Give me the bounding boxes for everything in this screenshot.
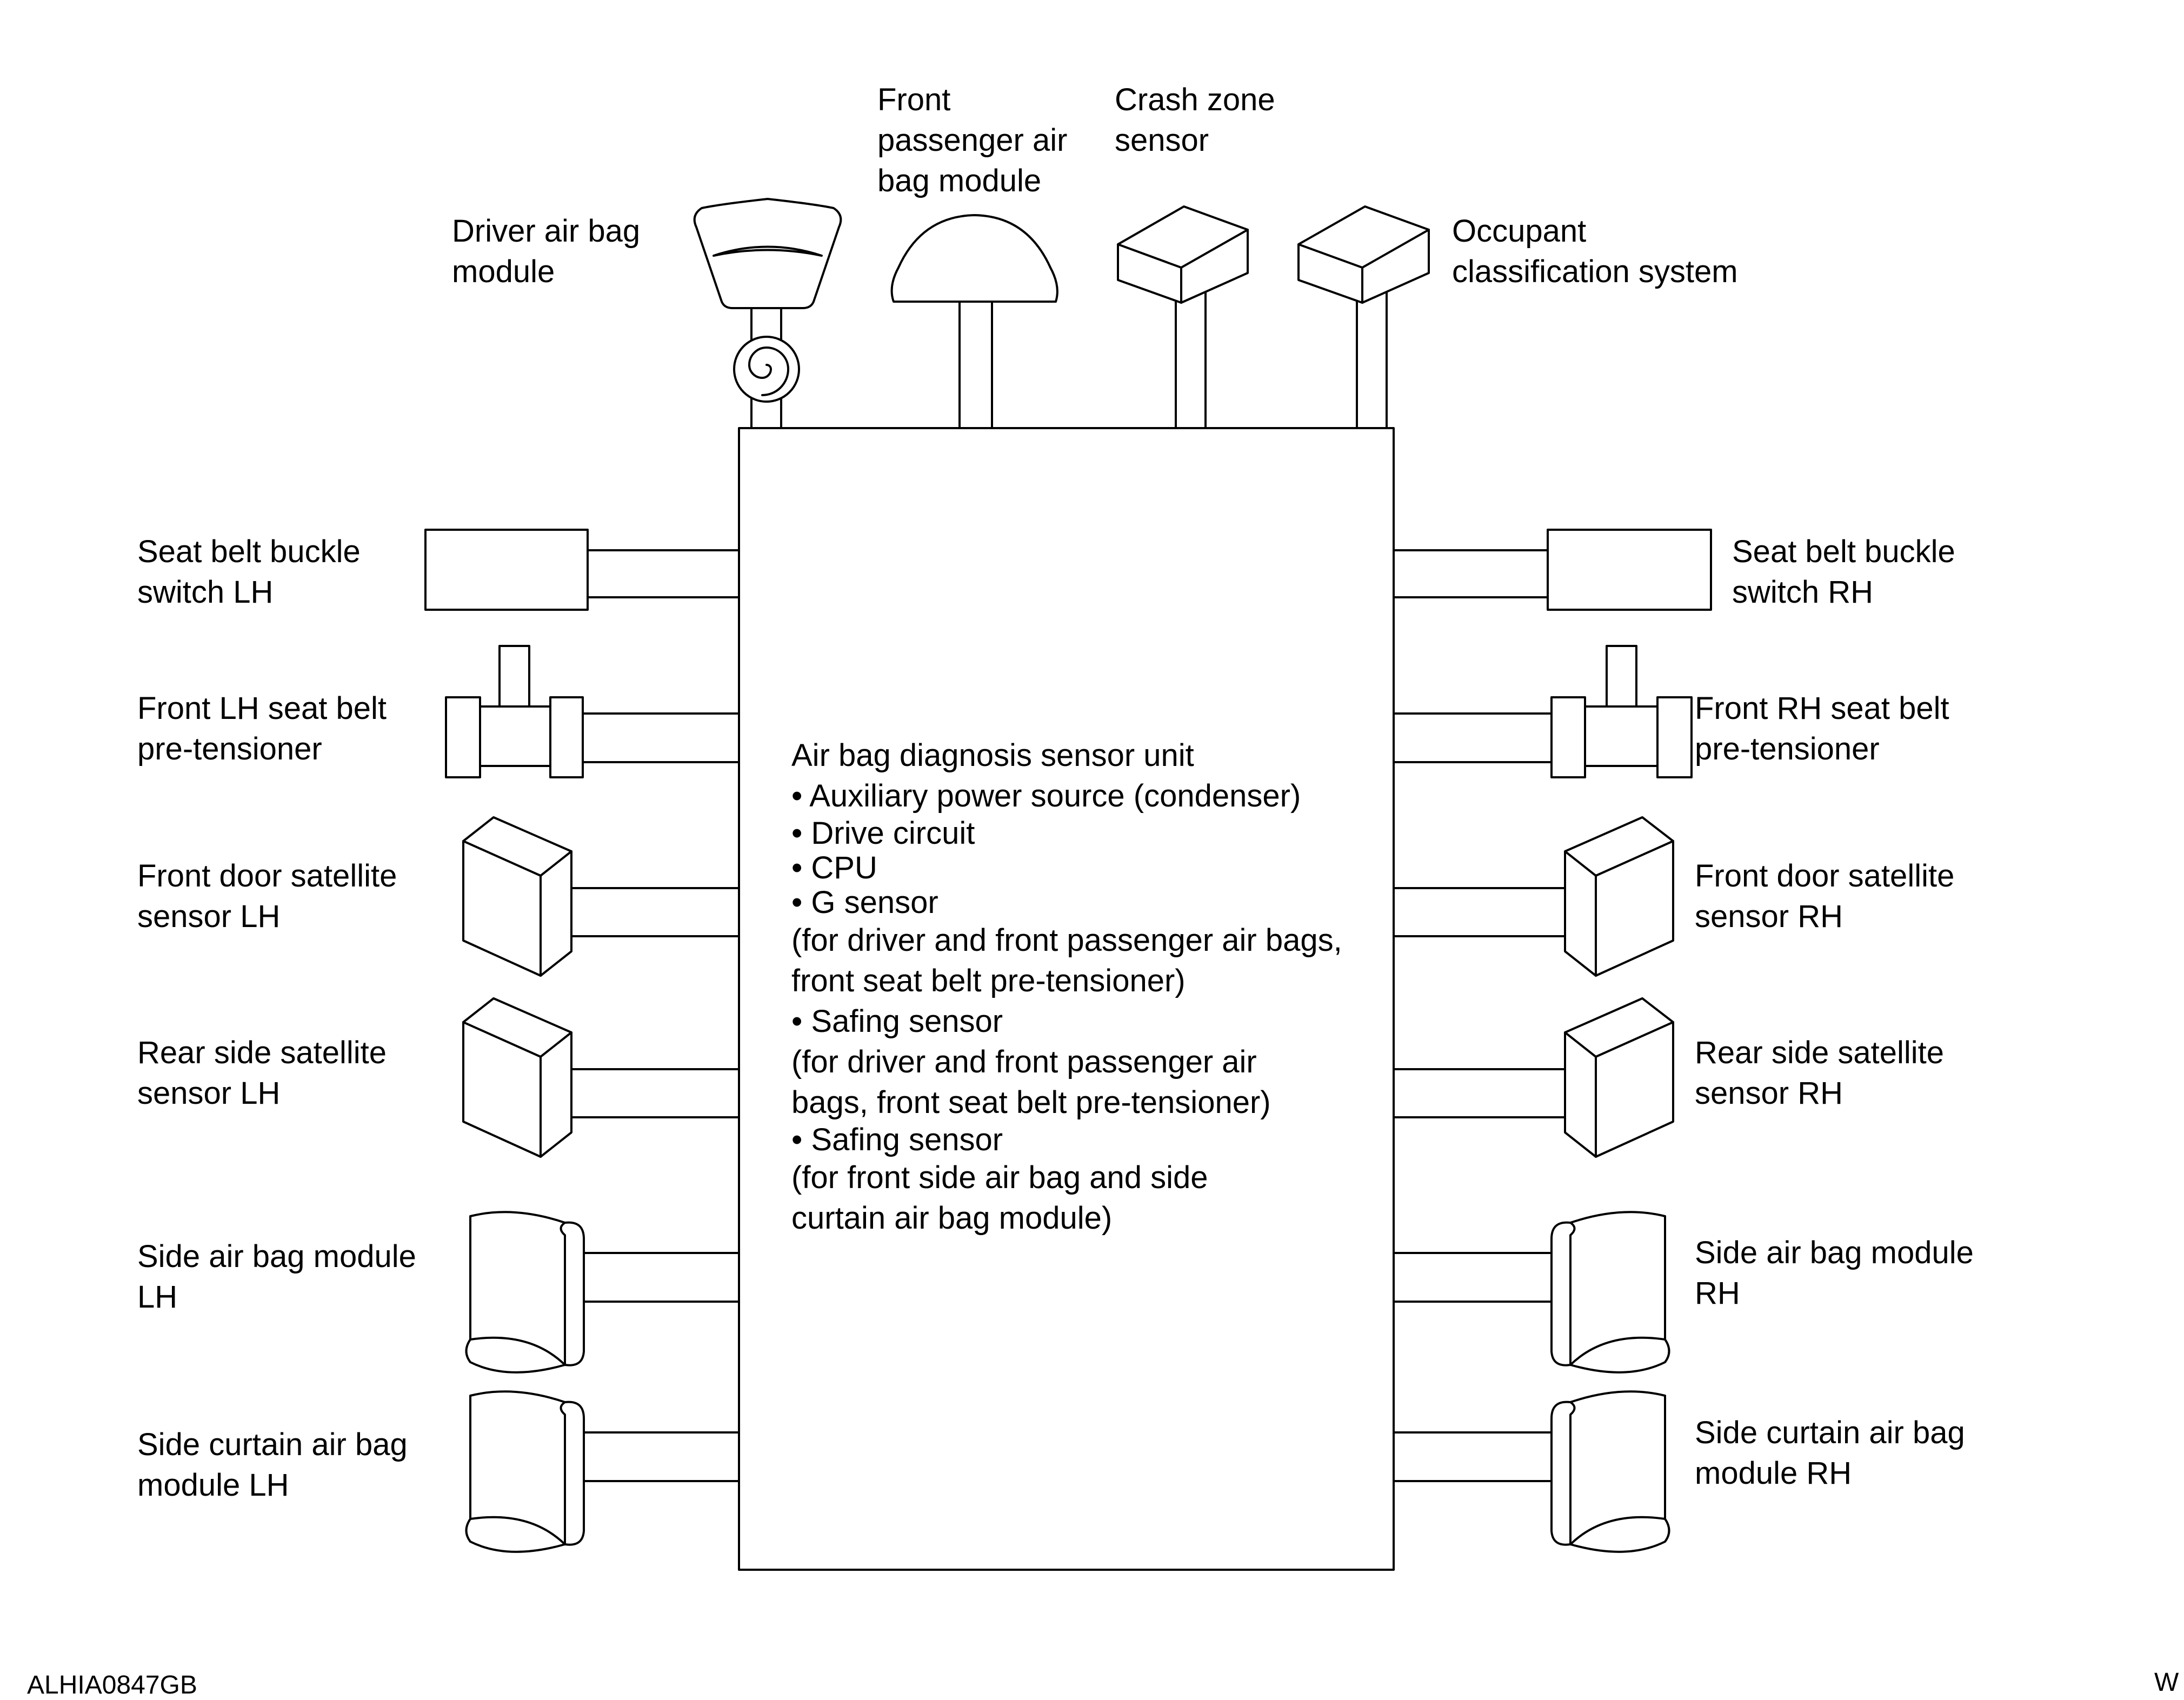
unit-line: • Safing sensor [791, 1122, 1003, 1157]
front-door-satellite-sensor-lh-icon [462, 816, 740, 977]
airbag-diagnosis-sensor-unit-box [738, 427, 1395, 1571]
seat-belt-buckle-switch-rh-icon [1393, 529, 1712, 611]
side-curtain-airbag-module-rh-icon [1393, 1390, 1670, 1553]
unit-line: • Safing sensor [791, 1004, 1003, 1039]
seat-belt-buckle-switch-lh-icon [424, 529, 740, 611]
rear-side-satellite-sensor-lh-icon [462, 997, 740, 1158]
unit-title: Air bag diagnosis sensor unit [791, 738, 1194, 773]
unit-line: (for front side air bag and side [791, 1160, 1208, 1195]
corner-mark: W [2154, 1668, 2179, 1697]
driver-airbag-module-icon [693, 198, 842, 429]
unit-line: • G sensor [791, 885, 938, 920]
unit-line: (for driver and front passenger air [791, 1044, 1257, 1079]
figure-code: ALHIA0847GB [27, 1671, 197, 1699]
unit-line: front seat belt pre-tensioner) [791, 963, 1186, 998]
front-lh-seat-belt-pretensioner-icon [445, 645, 740, 778]
passenger-airbag-module-icon [890, 214, 1058, 429]
side-airbag-module-rh-icon [1393, 1211, 1670, 1374]
unit-line: • CPU [791, 850, 877, 885]
unit-line: bags, front seat belt pre-tensioner) [791, 1085, 1271, 1120]
front-rh-seat-belt-pretensioner-icon [1393, 645, 1693, 778]
unit-line: curtain air bag module) [791, 1201, 1113, 1236]
unit-line: • Auxiliary power source (condenser) [791, 778, 1301, 814]
unit-line: • Drive circuit [791, 816, 975, 851]
rear-side-satellite-sensor-rh-icon [1393, 997, 1674, 1158]
side-curtain-airbag-module-lh-icon [465, 1390, 740, 1553]
unit-line: (for driver and front passenger air bags… [791, 923, 1342, 958]
side-airbag-module-lh-icon [465, 1211, 740, 1374]
front-door-satellite-sensor-rh-icon [1393, 816, 1674, 977]
crash-zone-sensor-icon [1117, 205, 1249, 429]
occupant-classification-system-icon [1297, 205, 1430, 429]
unit-description: Air bag diagnosis sensor unit • Auxiliar… [791, 735, 1342, 1238]
